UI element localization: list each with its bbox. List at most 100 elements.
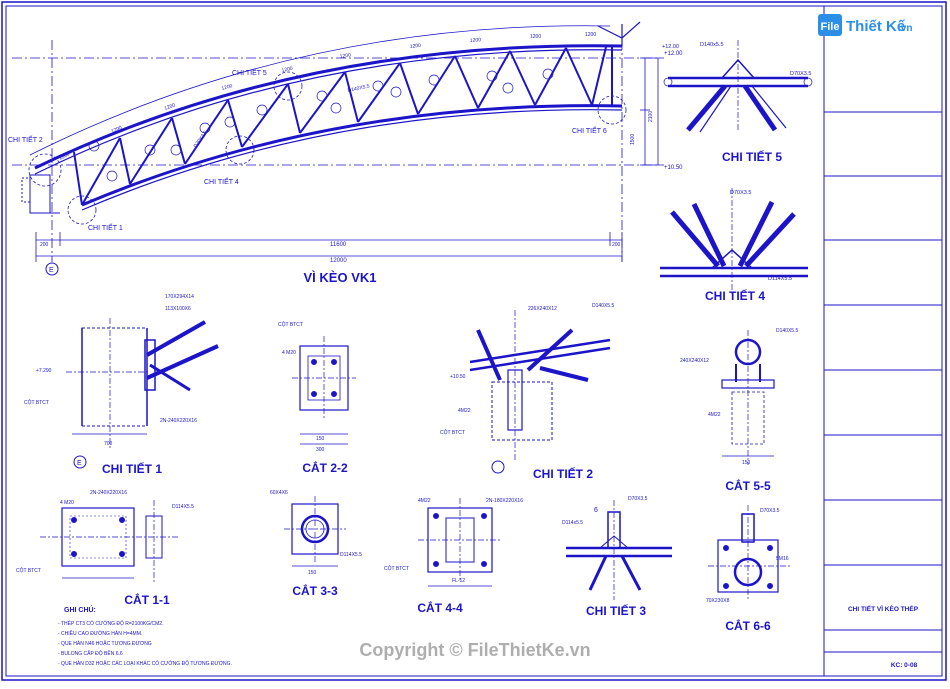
section-1-1 <box>40 500 180 582</box>
d1-plate-3: 2N-240X220X16 <box>160 418 197 424</box>
detail-2 <box>469 310 611 474</box>
truss-web-members <box>73 46 613 206</box>
dim-right: 200 <box>612 242 621 248</box>
d2-elev: +10.50 <box>450 374 466 380</box>
s33-dim: 150 <box>308 570 317 576</box>
d4-top-label: D70X3.5 <box>730 190 751 196</box>
detail-4-labels: D70X3.5 D114X5.5 <box>730 190 792 282</box>
title-section-3-3: CẮT 3-3 <box>292 583 338 598</box>
d1-elev: +7.290 <box>36 368 52 374</box>
title-detail-3: CHI TIẾT 3 <box>586 603 646 618</box>
title-detail-1: CHI TIẾT 1 <box>102 461 162 476</box>
s66-bolt: 5M16 <box>776 556 789 562</box>
d1-dim: 700 <box>104 441 113 447</box>
logo-file: File <box>821 21 840 33</box>
d5-elev: +12.00 <box>662 44 679 50</box>
title-section-4-4: CẮT 4-4 <box>417 600 463 615</box>
panel-dims: 1200 1200 1200 1200 1200 1200 1200 1200 … <box>58 32 596 162</box>
title-block <box>823 6 942 676</box>
s55-dim: 150 <box>742 460 751 466</box>
svg-text:1200: 1200 <box>58 151 71 162</box>
dimension-lines <box>29 25 664 262</box>
bottom-chord <box>81 104 623 207</box>
s22-dim-2: 300 <box>316 447 325 453</box>
s22-column: CỘT BTCT <box>278 321 303 328</box>
detail-3 <box>566 500 672 600</box>
title-section-2-2: CẮT 2-2 <box>302 460 348 475</box>
svg-text:1200: 1200 <box>164 102 177 112</box>
inner-border <box>5 5 943 677</box>
note-1: - THÉP CT3 CÓ CƯỜNG ĐỘ R=2100KG/CM2. <box>58 620 163 627</box>
s22-dim-1: 150 <box>316 436 325 442</box>
d3-top-label: D70X3.5 <box>628 496 648 502</box>
title-section-6-6: CẮT 6-6 <box>725 618 771 633</box>
elev-top: +12.00 <box>664 51 683 57</box>
sheet-number: KC: 0-08 <box>891 662 918 669</box>
callout-detail-5: CHI TIẾT 5 <box>232 67 267 77</box>
section-6-6-labels: D70X3.5 5M16 70X230X8 <box>706 508 789 604</box>
axis-label: E <box>49 267 54 274</box>
title-section-5-5: CẮT 5-5 <box>725 478 771 493</box>
d1-column: CỘT BTCT <box>24 399 49 406</box>
general-notes: GHI CHÚ: - THÉP CT3 CÓ CƯỜNG ĐỘ R=2100KG… <box>58 605 232 667</box>
section-3-3-labels: 60X4X6 D114X5.5 150 <box>270 490 362 576</box>
detail-5-labels: D140x5.5 D70X3.5 +12.00 <box>662 42 811 77</box>
s66-plate: 70X230X8 <box>706 598 730 604</box>
title-detail-4: CHI TIẾT 4 <box>705 288 765 303</box>
svg-text:1200: 1200 <box>221 83 234 92</box>
section-2-2 <box>292 336 356 445</box>
height-2: 2100 <box>648 111 654 122</box>
svg-text:1200: 1200 <box>110 125 123 135</box>
detail-3-labels: D70X3.5 D114x5.5 6 <box>562 496 648 526</box>
copyright-watermark: Copyright © FileThietKe.vn <box>359 640 590 660</box>
title-detail-5: CHI TIẾT 5 <box>722 149 782 164</box>
s33-pipe: D114X5.5 <box>340 552 362 558</box>
axis-bubble <box>45 262 59 276</box>
member-label-a: D140X5.5 <box>347 83 370 94</box>
callout-detail-4: CHI TIẾT 4 <box>204 176 239 186</box>
top-chord <box>34 44 623 170</box>
d4-bottom-label: D114X5.5 <box>768 276 792 282</box>
dim-total: 12000 <box>330 258 347 264</box>
d1-axis: E <box>77 460 82 467</box>
s11-bolt: 4 M20 <box>60 500 74 506</box>
s66-top: D70X3.5 <box>760 508 780 514</box>
detail-4 <box>660 188 808 295</box>
d2-plate: 226X240X12 <box>528 306 557 312</box>
s44-fl: FL-12 <box>452 578 465 584</box>
title-detail-2: CHI TIẾT 2 <box>533 466 593 481</box>
d2-column: CỘT BTCT <box>440 429 465 436</box>
logo-badge <box>818 14 842 36</box>
d5-mid-label: D70X3.5 <box>790 71 811 77</box>
callout-detail-1: CHI TIẾT 1 <box>88 222 123 232</box>
note-2: - CHIỀU CAO ĐƯỜNG HÀN H=4MM. <box>58 630 142 637</box>
d3-section-mark: 6 <box>594 507 598 514</box>
section-5-5-labels: 240X240X12 D140X5.5 4M22 150 <box>680 328 798 466</box>
s44-plate: 2N-180X220X16 <box>486 498 523 504</box>
flag-symbol <box>597 21 641 46</box>
note-4: - BULONG CẤP ĐỘ BỀN 6.6 <box>58 650 123 657</box>
section-2-2-labels: CỘT BTCT 4 M20 150 300 <box>278 321 325 453</box>
dim-left: 200 <box>40 242 49 248</box>
detail-1 <box>66 318 219 469</box>
svg-text:1200: 1200 <box>470 37 482 44</box>
callout-detail-6: CHI TIẾT 6 <box>572 125 607 135</box>
title-section-1-1: CẮT 1-1 <box>124 592 170 607</box>
s44-bolt: 4M22 <box>418 498 431 504</box>
section-1-1-labels: 2N-240X220X16 4 M20 CỘT BTCT D114X5.5 <box>16 490 194 574</box>
d2-pipe: D140X5.5 <box>592 303 614 309</box>
svg-text:1200: 1200 <box>410 43 422 50</box>
d3-pipe: D114x5.5 <box>562 520 583 526</box>
svg-text:1200: 1200 <box>585 32 596 38</box>
detail-2-labels: 226X240X12 D140X5.5 +10.50 CỘT BTCT 4M22 <box>440 303 614 436</box>
section-5-5 <box>721 330 775 465</box>
dim-inner: 11600 <box>330 242 347 248</box>
drawing-name: CHI TIẾT VÌ KÈO THÉP <box>848 603 919 613</box>
s11-plate: 2N-240X220X16 <box>90 490 127 496</box>
notes-heading: GHI CHÚ: <box>64 605 96 614</box>
logo-domain: .vn <box>898 23 912 34</box>
section-3-3 <box>284 496 346 567</box>
detail-1-labels: 170X294X14 113X100X6 2N-240X220X16 +7.29… <box>24 294 197 467</box>
